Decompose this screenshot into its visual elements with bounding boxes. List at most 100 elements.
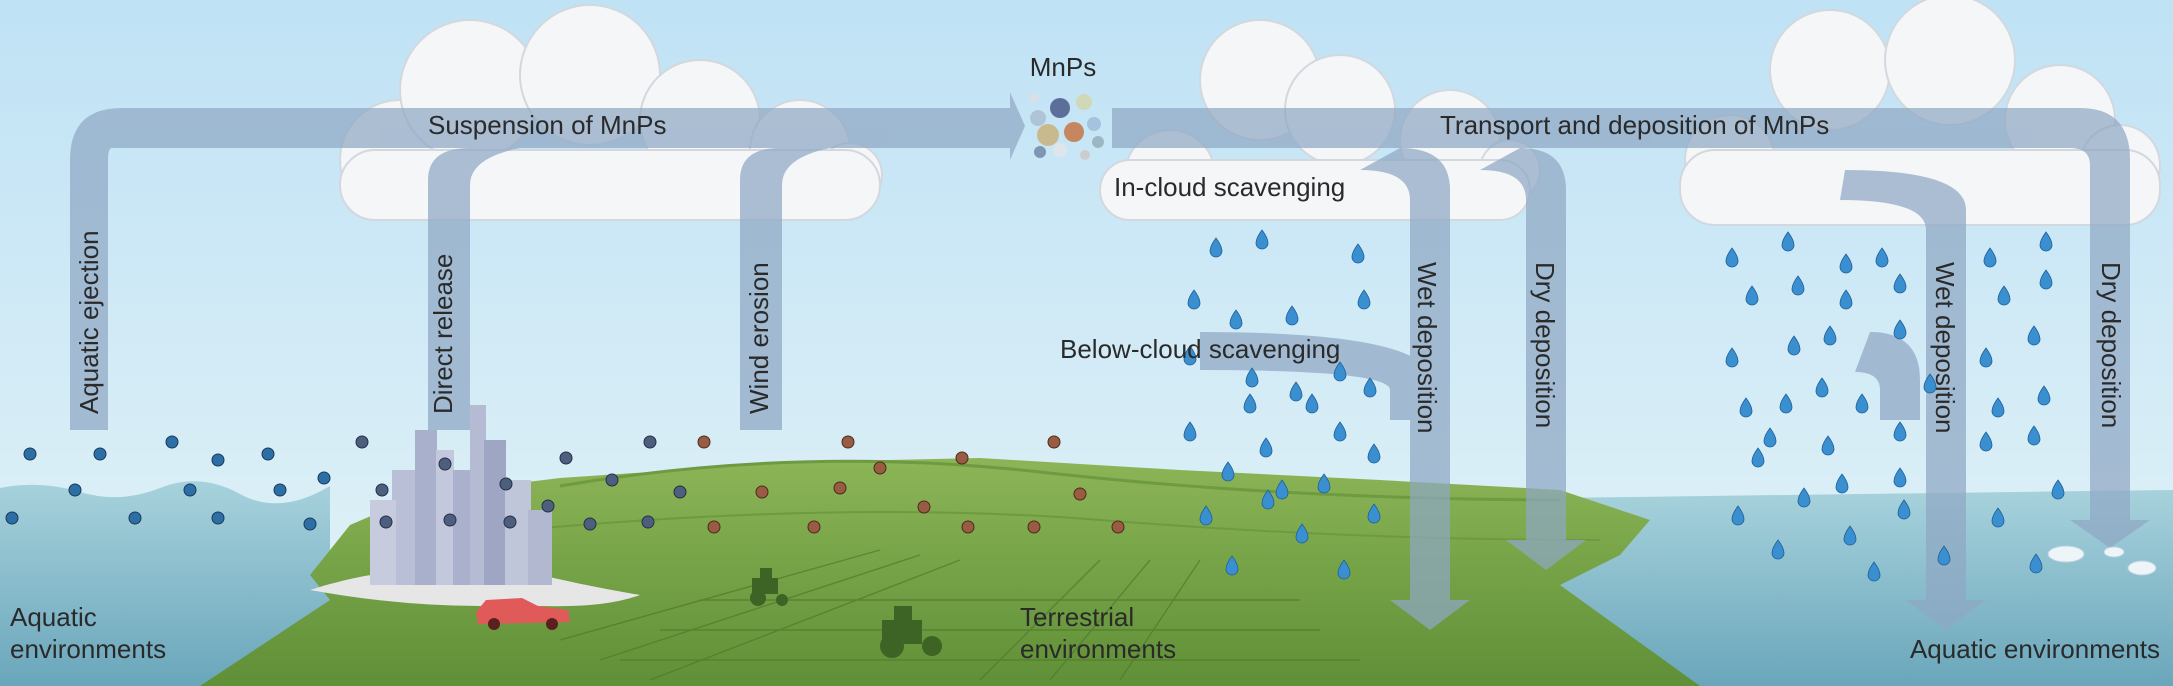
raindrop-icon	[1815, 377, 1829, 398]
raindrop-icon	[1991, 397, 2005, 418]
raindrop-icon	[1797, 487, 1811, 508]
transport-label: Transport and deposition of MnPs	[1440, 110, 1829, 140]
raindrop-icon	[1367, 503, 1381, 524]
raindrop-icon	[1357, 289, 1371, 310]
raindrop-icon	[1363, 377, 1377, 398]
raindrop-icon	[2039, 231, 2053, 252]
raindrop-icon	[1893, 467, 1907, 488]
raindrop-icon	[1351, 243, 1365, 264]
raindrop-icon	[1333, 421, 1347, 442]
terrestrial-env-line2: environments	[1020, 634, 1176, 664]
raindrop-icon	[1245, 367, 1259, 388]
particles-terrestrial	[697, 435, 1125, 534]
wet-deposition-label-1: Wet deposition	[1412, 262, 1442, 434]
raindrop-icon	[1255, 229, 1269, 250]
raindrop-icon	[1305, 393, 1319, 414]
raindrop-icon	[1367, 443, 1381, 464]
suspension-arrow	[70, 92, 1025, 430]
raindrop-icon	[1983, 247, 1997, 268]
raindrop-icon	[1979, 431, 1993, 452]
raindrop-icon	[1275, 479, 1289, 500]
raindrop-icon	[1897, 499, 1911, 520]
raindrop-icon	[2027, 425, 2041, 446]
raindrop-icon	[1867, 561, 1881, 582]
raindrop-icon	[1979, 347, 1993, 368]
raindrop-icon	[1725, 247, 1739, 268]
raindrop-icon	[2029, 553, 2043, 574]
ice-floes	[2047, 545, 2157, 576]
raindrop-icon	[1923, 373, 1937, 394]
raindrop-icon	[1787, 335, 1801, 356]
raindrop-icon	[1183, 345, 1197, 366]
raindrop-icon	[1839, 289, 1853, 310]
terrestrial-land	[200, 458, 1700, 686]
raindrop-icon	[1261, 489, 1275, 510]
aquatic-env-left-line1: Aquatic	[10, 602, 97, 632]
raindrop-icon	[1893, 319, 1907, 340]
raindrop-icon	[1739, 397, 1753, 418]
raindrop-icon	[1183, 421, 1197, 442]
particles-aquatic	[5, 435, 331, 531]
raindrop-icon	[1229, 309, 1243, 330]
raindrop-icon	[1991, 507, 2005, 528]
wind-erosion-label: Wind erosion	[744, 262, 774, 414]
tractor-icon	[750, 568, 942, 658]
raindrop-icon	[1333, 361, 1347, 382]
raindrop-icon	[1839, 253, 1853, 274]
raindrop-icon	[1937, 545, 1951, 566]
raindrop-icon	[1187, 289, 1201, 310]
water-right	[1550, 490, 2173, 686]
raindrop-icon	[1893, 273, 1907, 294]
raindrop-icon	[2039, 269, 2053, 290]
aquatic-env-right: Aquatic environments	[1910, 634, 2160, 664]
aquatic-ejection-label: Aquatic ejection	[74, 230, 104, 414]
car-icon	[476, 598, 570, 630]
raindrop-icon	[1209, 237, 1223, 258]
raindrop-icon	[1259, 437, 1273, 458]
raindrop-icon	[1751, 447, 1765, 468]
raindrop-icon	[1317, 473, 1331, 494]
raindrop-icon	[2037, 385, 2051, 406]
raindrop-icon	[1337, 559, 1351, 580]
raindrop-icon	[1855, 393, 1869, 414]
raindrop-icon	[1725, 347, 1739, 368]
raindrop-icon	[1199, 505, 1213, 526]
particles-urban	[355, 435, 687, 531]
raindrop-icon	[2051, 479, 2065, 500]
mnps-particle-cluster	[1029, 93, 1104, 160]
raindrop-icon	[1821, 435, 1835, 456]
raindrop-icon	[1781, 231, 1795, 252]
raindrops	[1183, 229, 2065, 582]
raindrop-icon	[1835, 473, 1849, 494]
raindrop-icon	[1763, 427, 1777, 448]
city-skyline	[310, 405, 640, 607]
mnps-label: MnPs	[1030, 52, 1096, 82]
raindrop-icon	[1791, 275, 1805, 296]
transport-arrow	[1112, 108, 2150, 630]
raindrop-icon	[1221, 461, 1235, 482]
raindrop-icon	[1779, 393, 1793, 414]
dry-deposition-label-2: Dry deposition	[2096, 262, 2126, 428]
direct-release-label: Direct release	[428, 254, 458, 414]
suspension-label: Suspension of MnPs	[428, 110, 666, 140]
raindrop-icon	[1843, 525, 1857, 546]
raindrop-icon	[1285, 305, 1299, 326]
wet-deposition-label-2: Wet deposition	[1930, 262, 1960, 434]
dry-deposition-label-1: Dry deposition	[1530, 262, 1560, 428]
terrestrial-env-line1: Terrestrial	[1020, 602, 1134, 632]
aquatic-env-left-line2: environments	[10, 634, 166, 664]
raindrop-icon	[1997, 285, 2011, 306]
raindrop-icon	[1893, 421, 1907, 442]
in-cloud-label: In-cloud scavenging	[1114, 172, 1345, 202]
below-cloud-label: Below-cloud scavenging	[1060, 334, 1340, 364]
raindrop-icon	[1289, 381, 1303, 402]
raindrop-icon	[1295, 523, 1309, 544]
raindrop-icon	[1731, 505, 1745, 526]
raindrop-icon	[2027, 325, 2041, 346]
water-left	[0, 481, 330, 686]
raindrop-icon	[1771, 539, 1785, 560]
raindrop-icon	[1875, 247, 1889, 268]
raindrop-icon	[1823, 325, 1837, 346]
raindrop-icon	[1225, 555, 1239, 576]
